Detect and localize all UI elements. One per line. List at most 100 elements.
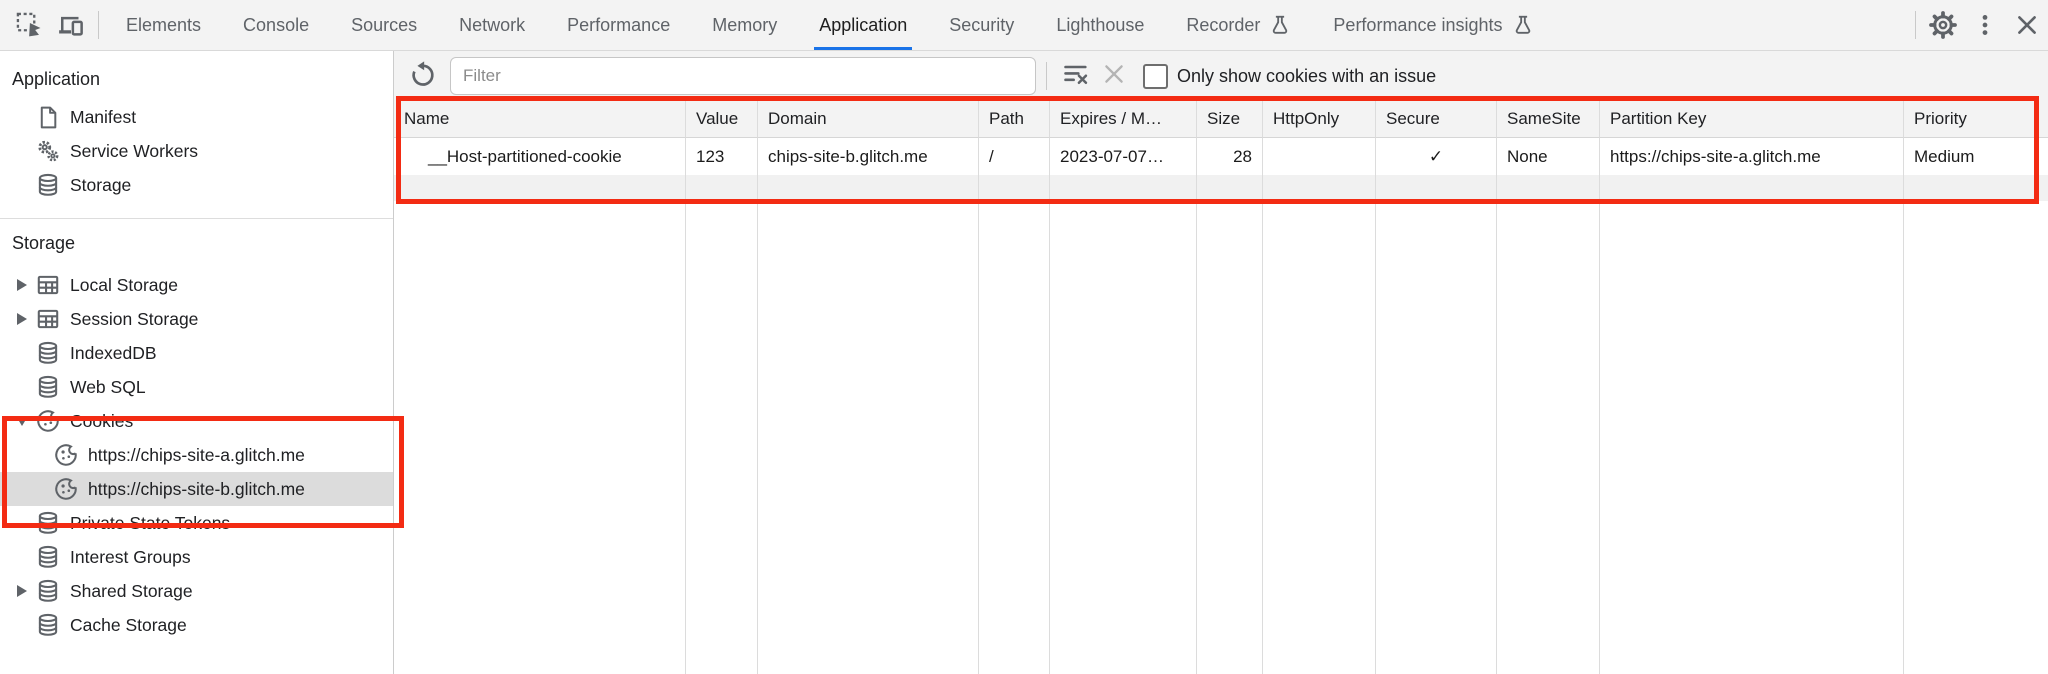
sidebar-item-label: Cookies	[70, 410, 134, 431]
tab-lighthouse[interactable]: Lighthouse	[1035, 0, 1165, 50]
only-issue-cookies-checkbox[interactable]	[1143, 63, 1168, 89]
table-filler-cell	[1904, 201, 2048, 674]
database-icon	[34, 374, 61, 401]
gears-icon	[34, 138, 61, 165]
toolbar-separator	[1046, 62, 1047, 90]
sidebar-item-cookies[interactable]: Cookies	[0, 404, 393, 438]
tab-sources[interactable]: Sources	[330, 0, 438, 50]
sidebar-divider	[0, 218, 393, 219]
tab-performance-insights[interactable]: Performance insights	[1312, 0, 1554, 50]
column-header-expires[interactable]: Expires / M…	[1050, 101, 1197, 138]
sidebar-item-local-storage[interactable]: Local Storage	[0, 268, 393, 302]
tab-console[interactable]: Console	[222, 0, 330, 50]
clear-all-cookies-button[interactable]	[1057, 57, 1095, 95]
tab-network[interactable]: Network	[438, 0, 546, 50]
database-icon	[34, 340, 61, 367]
table-filler-cell	[1376, 201, 1497, 674]
tabbar-separator	[1915, 11, 1916, 39]
collapse-arrow-icon[interactable]	[10, 416, 34, 426]
column-header-samesite[interactable]: SameSite	[1497, 101, 1600, 138]
table-filler-cell	[1050, 201, 1197, 674]
sidebar-item-cache-storage[interactable]: Cache Storage	[0, 608, 393, 642]
database-icon	[34, 510, 61, 537]
cell-expires[interactable]: 2023-07-07…	[1050, 138, 1197, 175]
sidebar-item-private-state-tokens[interactable]: Private State Tokens	[0, 506, 393, 540]
sidebar-item-storage[interactable]: Storage	[0, 168, 393, 202]
cell-httponly[interactable]	[1263, 138, 1376, 175]
tab-recorder[interactable]: Recorder	[1165, 0, 1312, 50]
cell-size[interactable]: 28	[1197, 138, 1263, 175]
sidebar-item-label: Service Workers	[70, 140, 199, 161]
tab-label: Application	[819, 14, 908, 35]
expand-arrow-icon[interactable]	[10, 313, 34, 325]
column-header-priority[interactable]: Priority	[1904, 101, 2048, 138]
device-toolbar-button[interactable]	[50, 0, 92, 50]
column-header-secure[interactable]: Secure	[1376, 101, 1497, 138]
delete-selected-button[interactable]	[1095, 57, 1133, 95]
database-icon	[34, 578, 61, 605]
refresh-button[interactable]	[404, 57, 442, 95]
column-header-size[interactable]: Size	[1197, 101, 1263, 138]
close-devtools-button[interactable]	[2006, 0, 2048, 50]
cell-samesite[interactable]: None	[1497, 138, 1600, 175]
sidebar-item-shared-storage[interactable]: Shared Storage	[0, 574, 393, 608]
cookies-pane: Only show cookies with an issue Name Val…	[394, 51, 2048, 674]
empty-row-cell	[1497, 175, 1600, 201]
sidebar-item-interest-groups[interactable]: Interest Groups	[0, 540, 393, 574]
sidebar-item-label: Interest Groups	[70, 546, 191, 567]
tab-label: Performance	[567, 14, 671, 35]
column-header-domain[interactable]: Domain	[758, 101, 979, 138]
sidebar-item-cookies-chips-site-a[interactable]: https://chips-site-a.glitch.me	[0, 438, 393, 472]
tab-elements[interactable]: Elements	[105, 0, 222, 50]
sidebar-item-web-sql[interactable]: Web SQL	[0, 370, 393, 404]
expand-arrow-icon[interactable]	[10, 585, 34, 597]
tab-security[interactable]: Security	[928, 0, 1035, 50]
sidebar-item-session-storage[interactable]: Session Storage	[0, 302, 393, 336]
tab-performance[interactable]: Performance	[546, 0, 691, 50]
cookies-toolbar: Only show cookies with an issue	[394, 51, 2048, 101]
column-header-value[interactable]: Value	[686, 101, 758, 138]
sidebar-item-label: Private State Tokens	[70, 512, 231, 533]
close-icon	[2014, 12, 2040, 38]
table-icon	[34, 272, 61, 299]
column-header-name[interactable]: Name	[394, 101, 686, 138]
sidebar-item-label: https://chips-site-a.glitch.me	[88, 444, 305, 465]
table-icon	[34, 306, 61, 333]
empty-row-cell	[1263, 175, 1376, 201]
sidebar-section-application: Application	[12, 69, 101, 89]
sidebar-item-cookies-chips-site-b[interactable]: https://chips-site-b.glitch.me	[0, 472, 393, 506]
column-header-path[interactable]: Path	[979, 101, 1050, 138]
inspect-cursor-icon	[15, 11, 43, 39]
empty-row-cell	[686, 175, 758, 201]
database-icon	[34, 544, 61, 571]
cell-domain[interactable]: chips-site-b.glitch.me	[758, 138, 979, 175]
more-options-button[interactable]	[1964, 0, 2006, 50]
expand-arrow-icon[interactable]	[10, 279, 34, 291]
tab-application[interactable]: Application	[798, 0, 928, 50]
column-header-partition-key[interactable]: Partition Key	[1600, 101, 1904, 138]
tab-label: Recorder	[1186, 14, 1261, 35]
sidebar-item-manifest[interactable]: Manifest	[0, 100, 393, 134]
sidebar-section-storage: Storage	[12, 233, 76, 253]
cell-priority[interactable]: Medium	[1914, 146, 1975, 166]
only-issue-cookies-label: Only show cookies with an issue	[1177, 65, 1437, 86]
document-icon	[34, 104, 61, 131]
inspect-element-button[interactable]	[8, 0, 50, 50]
filter-input[interactable]	[450, 57, 1036, 95]
column-header-httponly[interactable]: HttpOnly	[1263, 101, 1376, 138]
settings-button[interactable]	[1922, 0, 1964, 50]
tab-memory[interactable]: Memory	[691, 0, 798, 50]
sidebar-item-indexeddb[interactable]: IndexedDB	[0, 336, 393, 370]
tab-label: Console	[243, 14, 310, 35]
cell-secure-checkmark[interactable]: ✓	[1376, 138, 1497, 175]
clear-list-icon	[1062, 60, 1090, 93]
cell-path[interactable]: /	[979, 138, 1050, 175]
cell-partition-key[interactable]: https://chips-site-a.glitch.me	[1600, 138, 1904, 175]
cell-value[interactable]: 123	[686, 138, 758, 175]
sidebar-item-service-workers[interactable]: Service Workers	[0, 134, 393, 168]
empty-row-cell	[1197, 175, 1263, 201]
tab-label: Performance insights	[1333, 14, 1503, 35]
tabbar-separator	[98, 11, 99, 39]
cell-name[interactable]: __Host-partitioned-cookie	[394, 138, 686, 175]
empty-row-cell	[1600, 175, 1904, 201]
